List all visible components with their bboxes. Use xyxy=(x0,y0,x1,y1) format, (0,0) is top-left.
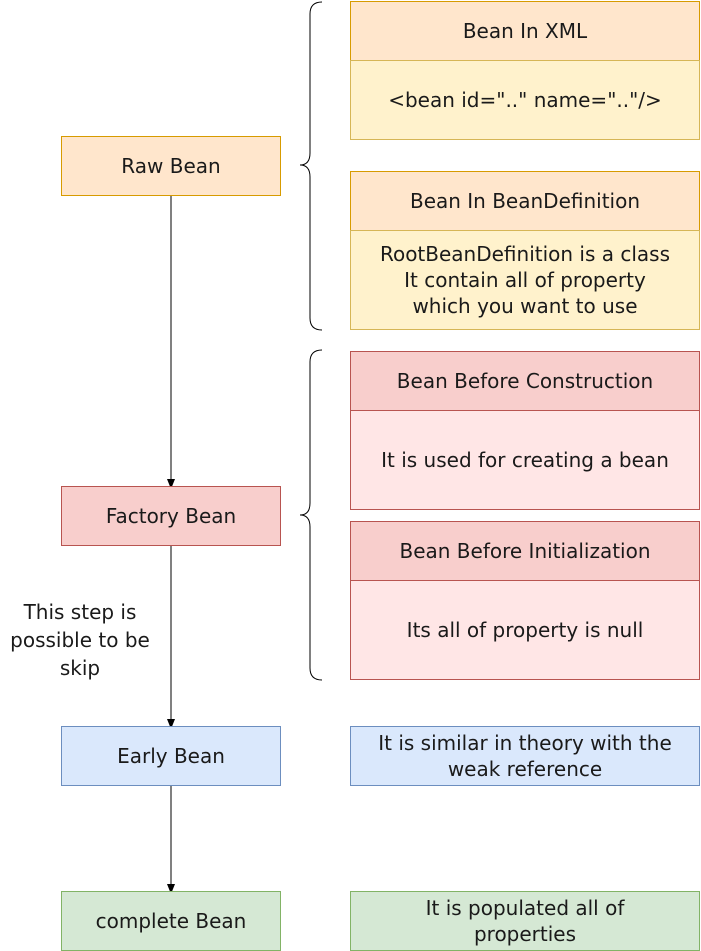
raw-bean-node: Raw Bean xyxy=(61,136,281,196)
bean-in-xml-body: <bean id=".." name=".."/> xyxy=(350,60,700,140)
brace-factory xyxy=(299,349,323,681)
factory-bean-node: Factory Bean xyxy=(61,486,281,546)
early-bean-detail: It is similar in theory with the weak re… xyxy=(350,726,700,786)
complete-bean-detail: It is populated all of properties xyxy=(350,891,700,951)
bean-definition-header: Bean In BeanDefinition xyxy=(350,171,700,231)
before-initialization-header: Bean Before Initialization xyxy=(350,521,700,581)
before-initialization-body: Its all of property is null xyxy=(350,580,700,680)
bean-definition-body: RootBeanDefinition is a class It contain… xyxy=(350,230,700,330)
bean-in-xml-header: Bean In XML xyxy=(350,1,700,61)
skip-note: This step is possible to be skip xyxy=(10,600,150,680)
brace-raw xyxy=(299,1,323,331)
before-construction-body: It is used for creating a bean xyxy=(350,410,700,510)
complete-bean-node: complete Bean xyxy=(61,891,281,951)
before-construction-header: Bean Before Construction xyxy=(350,351,700,411)
early-bean-node: Early Bean xyxy=(61,726,281,786)
